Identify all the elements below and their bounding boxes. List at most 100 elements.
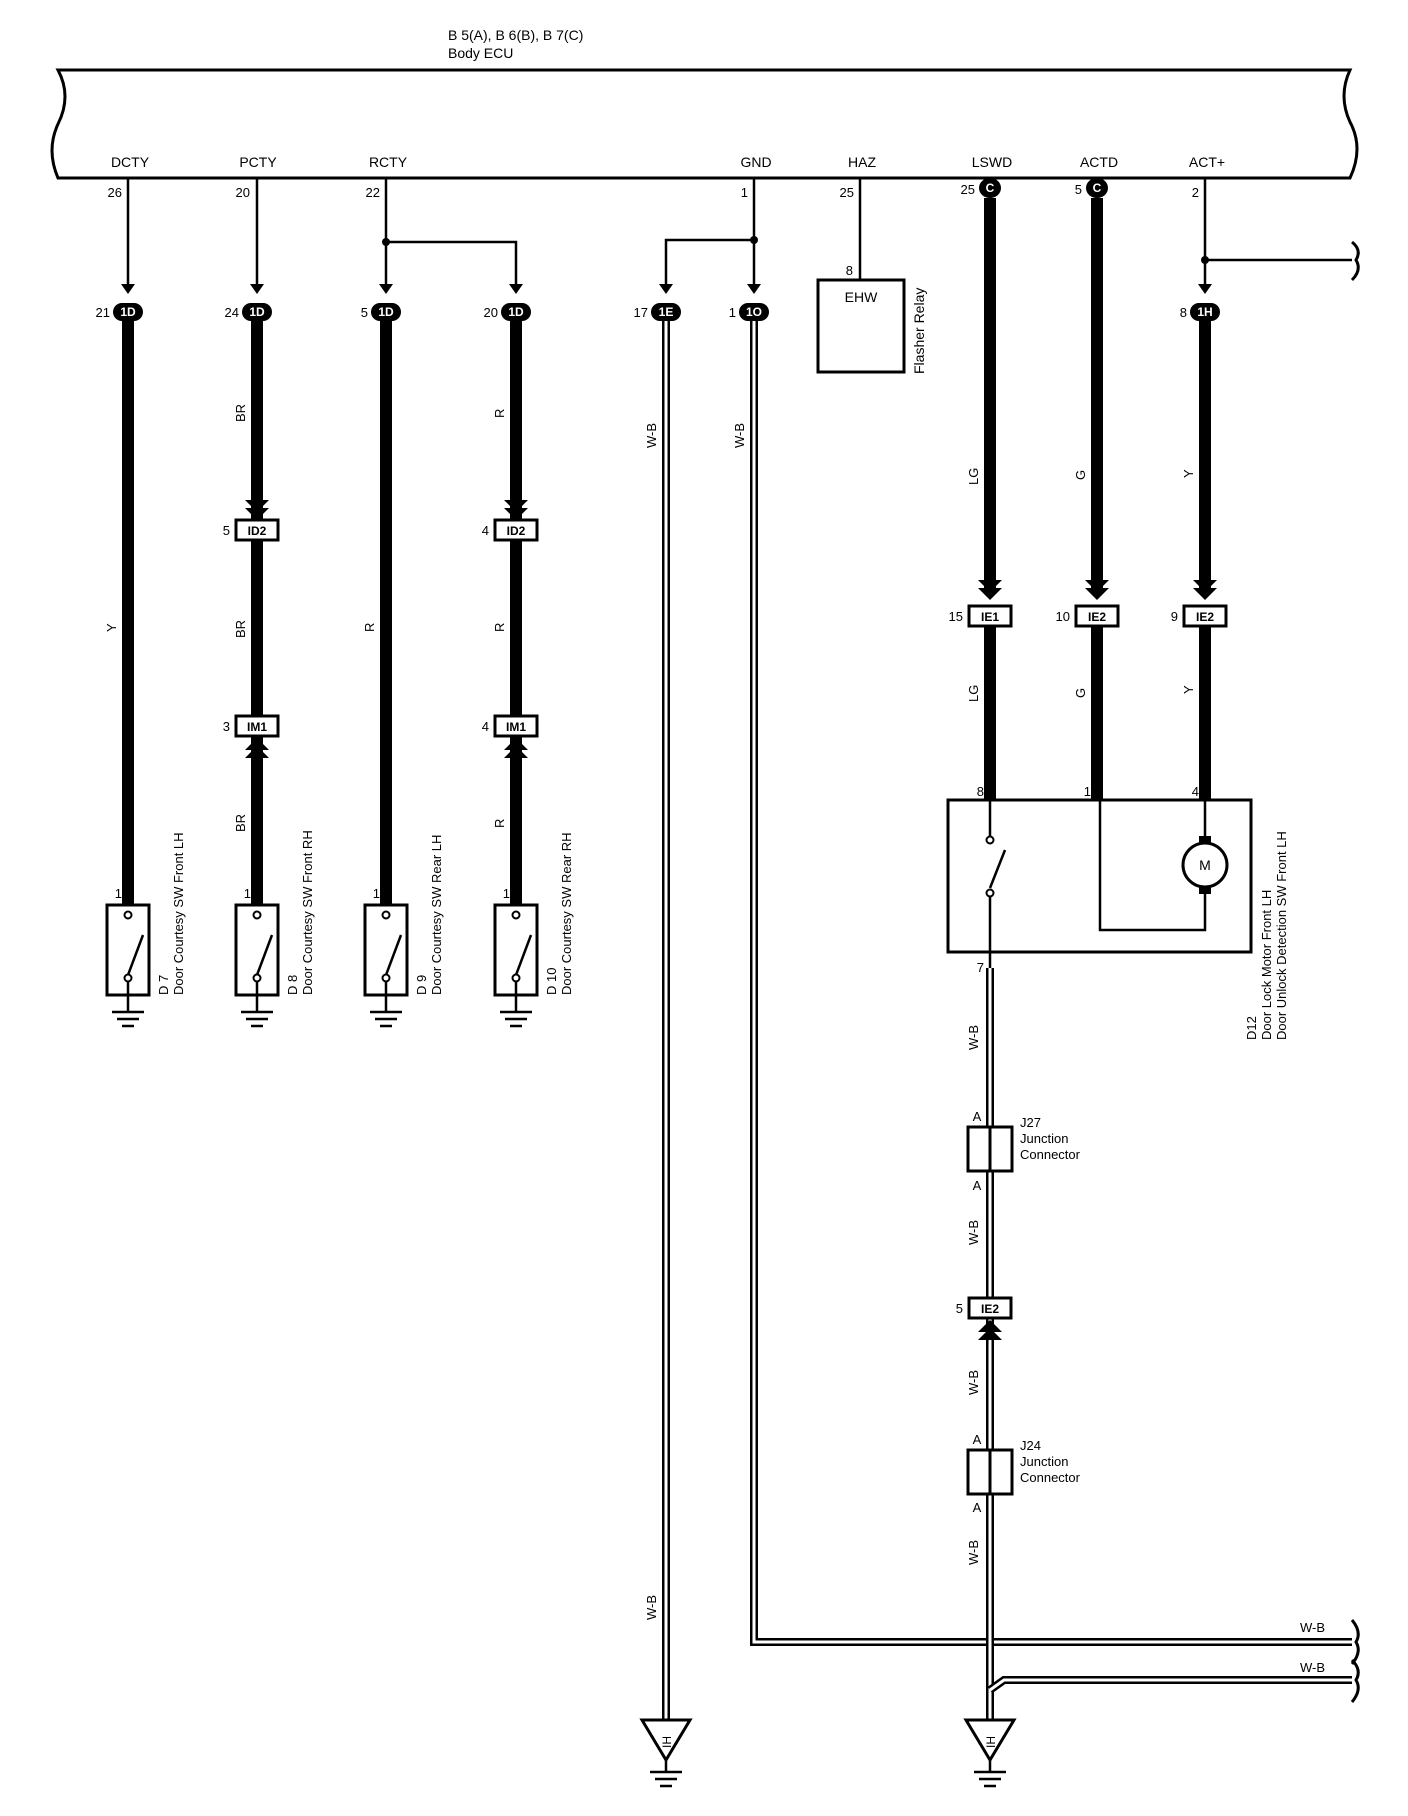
switch-d7-name: Door Courtesy SW Front LH (171, 832, 186, 995)
ground-left-label: IH (660, 1736, 674, 1748)
ground-point-right: IH (963, 1718, 1017, 1788)
wire-label-y-2: Y (1181, 685, 1196, 694)
wire-label-g-1: G (1073, 470, 1088, 480)
middle-connectors: ID2 5 ID2 4 IM1 3 IM1 4 IE1 15 IE2 10 IE… (223, 518, 1228, 1320)
relay-pin: 8 (846, 263, 853, 278)
d12-pin-1: 1 (1084, 784, 1091, 799)
conn-1h: 1H (1197, 305, 1212, 319)
conn-ie2-a: IE2 (1088, 610, 1106, 624)
conn-ie2-b: IE2 (1196, 610, 1214, 624)
conn-ie1: IE1 (981, 610, 999, 624)
switch-d7-code: D 7 (156, 975, 171, 995)
wire-label-wb-1e-bottom: W-B (644, 1595, 659, 1620)
j24-pin-top: A (973, 1432, 982, 1447)
ecu-part-code: B 5(A), B 6(B), B 7(C) (448, 27, 583, 43)
conn-1d-c-pin: 5 (361, 305, 368, 320)
wire-label-r-3: R (492, 819, 507, 828)
door-lock-motor-d12: M 8 1 4 7 D12 Door Lock Motor Front LH D… (946, 784, 1289, 1040)
ecu-thin-wires (126, 178, 1352, 288)
switch-d8-code: D 8 (285, 975, 300, 995)
wire-label-wb-1e: W-B (644, 423, 659, 448)
d12-pin-7: 7 (977, 960, 984, 975)
wire-label-lg-2: LG (966, 685, 981, 702)
conn-id2-a-pin: 5 (223, 523, 230, 538)
j27-line2: Connector (1020, 1147, 1081, 1162)
switch-d9-code: D 9 (414, 975, 429, 995)
ecu-terminal-names: DCTY PCTY RCTY GND HAZ LSWD ACTD ACT+ (111, 154, 1225, 170)
conn-ie1-pin: 15 (949, 609, 963, 624)
door-courtesy-switches: 1 D 7 Door Courtesy SW Front LH 1 D 8 Do… (105, 830, 574, 1028)
conn-im1-b-pin: 4 (482, 719, 489, 734)
conn-1o: 1O (746, 305, 762, 319)
conn-ie2-c-pin: 5 (956, 1301, 963, 1316)
wire-label-wb-horiz-1: W-B (1300, 1620, 1325, 1635)
switch-d10-code: D 10 (544, 968, 559, 995)
switch-d9-pin: 1 (373, 886, 380, 901)
switch-d8: 1 D 8 Door Courtesy SW Front RH (234, 830, 315, 1028)
conn-1e-pin: 17 (634, 305, 648, 320)
conn-im1-a: IM1 (247, 720, 267, 734)
terminal-dcty: DCTY (111, 154, 150, 170)
wire-label-g-2: G (1073, 688, 1088, 698)
j24-pin-bottom: A (973, 1500, 982, 1515)
pin-dcty: 26 (108, 185, 122, 200)
switch-d8-name: Door Courtesy SW Front RH (300, 830, 315, 995)
flasher-relay-box (816, 278, 906, 374)
conn-ie2-c: IE2 (981, 1302, 999, 1316)
pin-lswd: 25 (961, 182, 975, 197)
wb-double-wires (662, 321, 1352, 1720)
conn-c-lswd: C (986, 181, 995, 195)
switch-d9-name: Door Courtesy SW Rear LH (429, 835, 444, 995)
conn-id2-a: ID2 (248, 524, 267, 538)
conn-id2-b: ID2 (507, 524, 526, 538)
conn-1o-pin: 1 (729, 305, 736, 320)
conn-1d-b: 1D (249, 305, 265, 319)
wire-label-r-d9: R (362, 623, 377, 632)
j27-pin-top: A (973, 1109, 982, 1124)
j24-line2: Connector (1020, 1470, 1081, 1485)
d12-code: D12 (1244, 1016, 1259, 1040)
wire-label-wb-ie2: W-B (966, 1370, 981, 1395)
junction-connector-j27: A A J27 Junction Connector (966, 1109, 1081, 1193)
motor-icon (1181, 841, 1229, 889)
switch-d10-name: Door Courtesy SW Rear RH (559, 832, 574, 995)
terminal-pcty: PCTY (239, 154, 277, 170)
pin-act-plus: 2 (1192, 185, 1199, 200)
motor-label: M (1199, 857, 1211, 873)
j27-line1: Junction (1020, 1131, 1068, 1146)
ground-point-left: IH (639, 1718, 693, 1788)
wire-label-wb-1o: W-B (732, 423, 747, 448)
conn-1d-a: 1D (120, 305, 136, 319)
ground-right-label: IH (984, 1736, 998, 1748)
wire-label-wb-j24: W-B (966, 1540, 981, 1565)
switch-d10-pin: 1 (503, 886, 510, 901)
conn-1d-d: 1D (508, 305, 524, 319)
d12-name-2: Door Unlock Detection SW Front LH (1274, 831, 1289, 1040)
conn-c-actd: C (1093, 181, 1102, 195)
thick-wires-ecu (984, 198, 1103, 590)
switch-d7: 1 D 7 Door Courtesy SW Front LH (105, 832, 186, 1028)
body-ecu-box (50, 68, 1359, 180)
wire-label-y-d7: Y (104, 623, 119, 632)
conn-id2-b-pin: 4 (482, 523, 489, 538)
wire-label-wb-horiz-2: W-B (1300, 1660, 1325, 1675)
conn-im1-a-pin: 3 (223, 719, 230, 734)
terminal-actd: ACTD (1080, 154, 1118, 170)
harness-break-act (1350, 240, 1360, 282)
wire-color-labels: Y BR BR BR R R R R W-B W-B W-B LG LG G G… (104, 404, 1325, 1675)
d12-pin-8: 8 (977, 784, 984, 799)
ecu-c-connectors: C C (979, 178, 1108, 198)
switch-d10: 1 D 10 Door Courtesy SW Rear RH (493, 832, 574, 1028)
conn-1d-d-pin: 20 (484, 305, 498, 320)
conn-ie2-b-pin: 9 (1171, 609, 1178, 624)
wire-label-r-2: R (492, 623, 507, 632)
pin-haz: 25 (840, 185, 854, 200)
wire-label-r-1: R (492, 409, 507, 418)
wire-label-lg-1: LG (966, 468, 981, 485)
junction-connector-j24: A A J24 Junction Connector (966, 1432, 1081, 1515)
thick-wires-left (122, 321, 1211, 905)
relay-label: EHW (845, 289, 878, 305)
conn-1e: 1E (659, 305, 674, 319)
j24-code: J24 (1020, 1438, 1041, 1453)
